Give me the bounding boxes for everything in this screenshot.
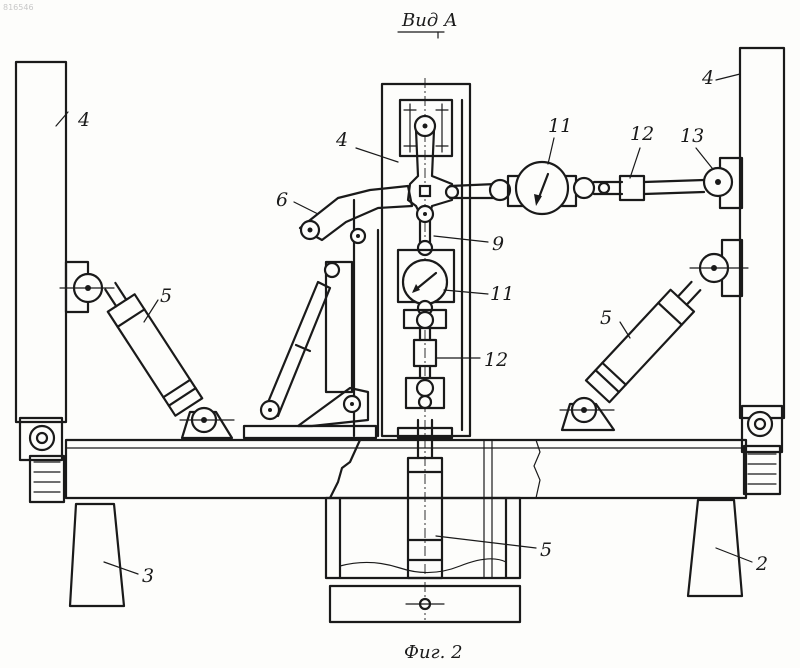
horizontal-link-12 (620, 176, 644, 200)
view-title: Вид А (398, 10, 458, 38)
left-upright-4 (16, 62, 114, 502)
callout-2: 2 (755, 553, 768, 575)
callout-12-vertical: 12 (484, 349, 508, 371)
right-upright-body (740, 48, 784, 418)
leader-5-right (620, 322, 630, 338)
callout-4-center: 4 (335, 129, 348, 151)
callout-11-horizontal: 11 (548, 115, 572, 137)
cylinder-5-left-barrel (108, 294, 202, 415)
base-beam-body (66, 440, 746, 498)
left-leg-3 (70, 504, 124, 606)
leader-2 (716, 548, 752, 562)
callout-5-left: 5 (160, 285, 172, 307)
leader-12-horizontal (630, 148, 640, 178)
callout-4-left: 4 (77, 109, 90, 131)
corner-code: 816546 (3, 3, 34, 12)
left-upright-body (16, 62, 66, 422)
base-beam (66, 440, 746, 498)
vertical-linkage (398, 220, 454, 438)
leader-13 (696, 148, 712, 168)
leader-4-center (356, 148, 398, 162)
callout-3: 3 (142, 565, 154, 587)
callout-5-bottom: 5 (540, 539, 552, 561)
right-leg-2 (688, 500, 742, 596)
crank-hub (408, 116, 458, 222)
callout-5-right: 5 (600, 307, 612, 329)
right-upright-4 (690, 48, 784, 494)
crank-arm (408, 130, 452, 214)
beam-break-left (330, 440, 360, 498)
horizontal-linkage (450, 162, 704, 214)
callout-12-horizontal: 12 (630, 123, 654, 145)
beam-break-right (534, 440, 540, 498)
lever-6 (244, 186, 412, 438)
callout-4-right: 4 (701, 67, 714, 89)
figure-caption: Фиг. 2 (404, 642, 463, 663)
callout-9: 9 (492, 233, 504, 255)
leader-11-horizontal (548, 138, 554, 164)
leader-11-vertical (444, 290, 488, 294)
leader-4-right (716, 74, 740, 80)
leader-6 (294, 202, 318, 214)
callout-13: 13 (680, 125, 704, 147)
callout-6: 6 (276, 189, 288, 211)
cylinder-5-right (560, 275, 708, 430)
view-title-text: Вид А (401, 10, 458, 31)
callout-11-vertical: 11 (490, 283, 514, 305)
central-column (354, 78, 470, 620)
